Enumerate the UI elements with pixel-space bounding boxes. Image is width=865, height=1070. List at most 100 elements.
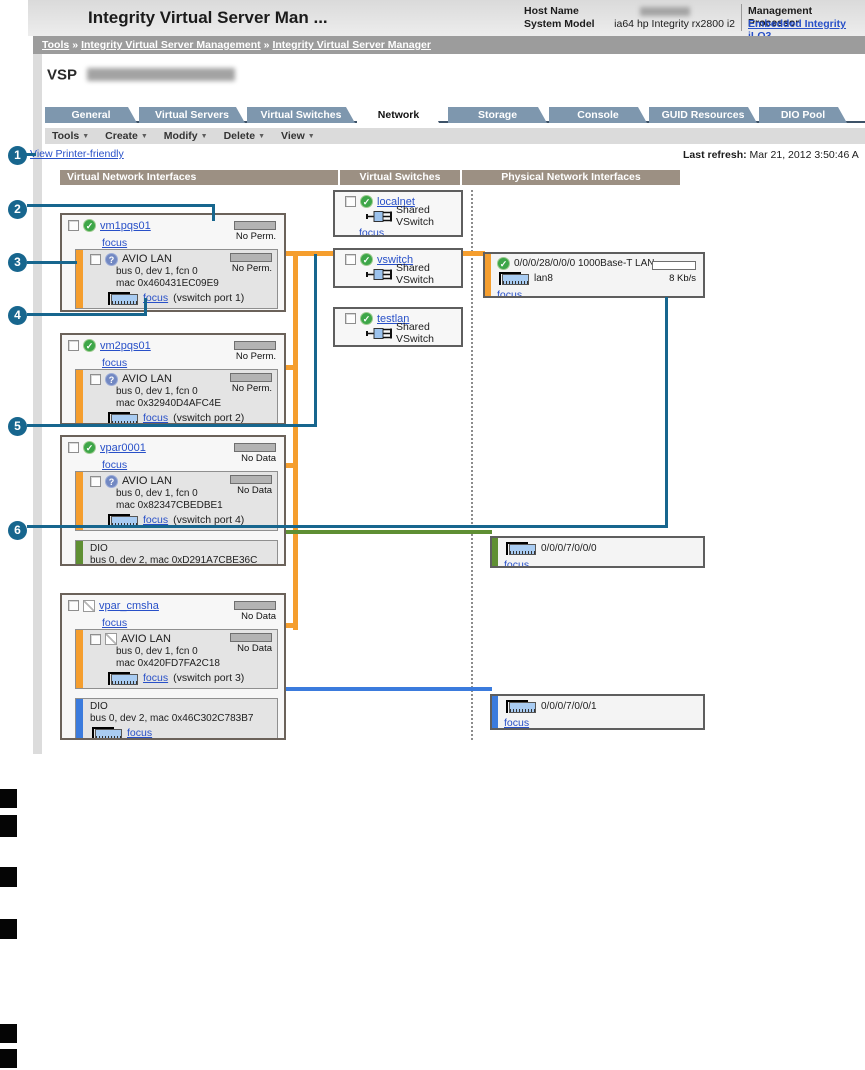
tab-console[interactable]: Console: [549, 107, 647, 123]
utilization-meter: [234, 443, 276, 452]
focus-link[interactable]: focus: [143, 292, 169, 304]
menu-label: Tools: [52, 130, 80, 142]
callout-2-line: [212, 204, 215, 221]
focus-link[interactable]: focus: [143, 412, 169, 424]
nic-icon: [108, 411, 138, 423]
connector-green: [283, 530, 492, 534]
physical-nic-card-0-0-0-7-0-0-0: 0/0/0/7/0/0/0 focus: [490, 536, 705, 568]
callout-6-line: [27, 525, 668, 528]
checkbox[interactable]: [68, 220, 79, 231]
management-processor-label: Management Processor: [748, 5, 813, 29]
tab-virtual-switches[interactable]: Virtual Switches: [247, 107, 355, 123]
vswitch-name-link[interactable]: localnet: [377, 195, 415, 208]
nic-icon: [108, 291, 138, 305]
avio-lan-title: AVIO LAN: [122, 475, 172, 487]
focus-link[interactable]: focus: [504, 717, 530, 729]
checkbox[interactable]: [90, 253, 101, 265]
nic-name-label: 0/0/0/7/0/0/1: [541, 700, 597, 712]
vm-name-link[interactable]: vm2pqs01: [100, 339, 151, 352]
avio-header-row: ?AVIO LAN: [90, 372, 277, 386]
focus-link[interactable]: focus: [359, 227, 385, 237]
breadcrumb-link-tools[interactable]: Tools: [42, 39, 70, 51]
focus-link[interactable]: focus: [102, 357, 128, 369]
tab-general[interactable]: General: [45, 107, 137, 123]
breadcrumb-separator: »: [263, 39, 270, 51]
checkbox[interactable]: [68, 340, 79, 351]
callout-3-line: [27, 261, 77, 264]
tab-storage[interactable]: Storage: [448, 107, 547, 123]
vm-name-link[interactable]: vm1pqs01: [100, 219, 151, 232]
focus-link[interactable]: focus: [143, 672, 169, 684]
checkbox[interactable]: [345, 196, 356, 207]
tab-guid-resources[interactable]: GUID Resources: [649, 107, 757, 123]
app-header: Integrity Virtual Server Man ... Host Na…: [28, 0, 865, 42]
menu-label: Modify: [163, 130, 198, 142]
utilization-meter: [234, 221, 276, 230]
callout-4-line: [144, 298, 147, 316]
meter-status-label: No Data: [237, 485, 272, 496]
focus-link[interactable]: focus: [102, 617, 128, 629]
meter-status-label: No Perm.: [235, 231, 276, 242]
nic-name-label: 0/0/0/7/0/0/0: [541, 542, 597, 554]
meter-status-label: No Perm.: [231, 263, 272, 274]
vswitch-name-link[interactable]: testlan: [377, 312, 410, 325]
pni-title: 0/0/0/28/0/0/0 1000Base-T LAN: [514, 257, 655, 269]
menu-tools[interactable]: Tools▼: [45, 130, 98, 142]
utilization-meter: [230, 475, 272, 484]
checkbox[interactable]: [90, 633, 101, 645]
avio-header-row: ?AVIO LAN: [90, 252, 277, 266]
nic-row: lan8: [499, 271, 703, 285]
vswitch-header-row: ✓vswitch: [345, 252, 461, 267]
status-blank-icon: [105, 633, 117, 645]
checkbox[interactable]: [90, 373, 101, 385]
focus-link[interactable]: focus: [143, 514, 169, 526]
focus-link[interactable]: focus: [127, 727, 153, 739]
vswitch-port-label: (vswitch port 4): [173, 514, 245, 526]
column-header-physical-network-interfaces: Physical Network Interfaces: [462, 170, 680, 185]
checkbox[interactable]: [68, 600, 79, 611]
vswitch-icon: [365, 210, 393, 223]
focus-link[interactable]: focus: [504, 559, 530, 568]
legend-marker: [0, 1049, 17, 1068]
meter-status-label: No Data: [241, 453, 276, 464]
nic-row: focus: [92, 726, 277, 739]
focus-link[interactable]: focus: [102, 237, 128, 249]
avio-lan-title: AVIO LAN: [122, 253, 172, 265]
focus-link[interactable]: focus: [497, 289, 523, 298]
vm-name-link[interactable]: vpar0001: [100, 441, 146, 454]
focus-link[interactable]: focus: [359, 285, 384, 286]
vswitch-type-row: Shared VSwitch: [365, 321, 461, 345]
breadcrumb-link-integrity-virtual-server-management[interactable]: Integrity Virtual Server Management: [81, 39, 261, 51]
vm-name-link[interactable]: vpar_cmsha: [99, 599, 159, 612]
tab-network[interactable]: Network: [357, 107, 440, 125]
redacted-host-name: [640, 7, 690, 16]
last-refresh-label: Last refresh:: [683, 149, 747, 161]
menu-delete[interactable]: Delete▼: [217, 130, 274, 142]
menu-create[interactable]: Create▼: [98, 130, 157, 142]
vswitch-name-link[interactable]: vswitch: [377, 253, 414, 266]
checkbox[interactable]: [345, 313, 356, 324]
pni-header-row: ✓0/0/0/28/0/0/0 1000Base-T LAN: [497, 256, 703, 270]
checkbox[interactable]: [345, 254, 356, 265]
focus-link[interactable]: focus: [359, 344, 384, 345]
header-divider: [741, 4, 742, 31]
menu-view[interactable]: View▼: [274, 130, 324, 142]
utilization-meter: [234, 601, 276, 610]
meter-status-label: No Perm.: [231, 383, 272, 394]
menu-label: View: [281, 130, 305, 142]
menu-modify[interactable]: Modify▼: [157, 130, 217, 142]
checkbox[interactable]: [90, 475, 101, 487]
checkbox[interactable]: [68, 442, 79, 453]
breadcrumb-link-integrity-virtual-server-manager[interactable]: Integrity Virtual Server Manager: [272, 39, 431, 51]
view-printer-friendly-link[interactable]: View Printer-friendly: [30, 148, 124, 160]
focus-link[interactable]: focus: [102, 459, 128, 471]
connector-orange: [463, 251, 485, 256]
tab-virtual-servers[interactable]: Virtual Servers: [139, 107, 245, 123]
vswitch-type-row: Shared VSwitch: [365, 204, 461, 228]
callout-2: 2: [8, 200, 27, 219]
tab-dio-pool[interactable]: DIO Pool: [759, 107, 847, 123]
